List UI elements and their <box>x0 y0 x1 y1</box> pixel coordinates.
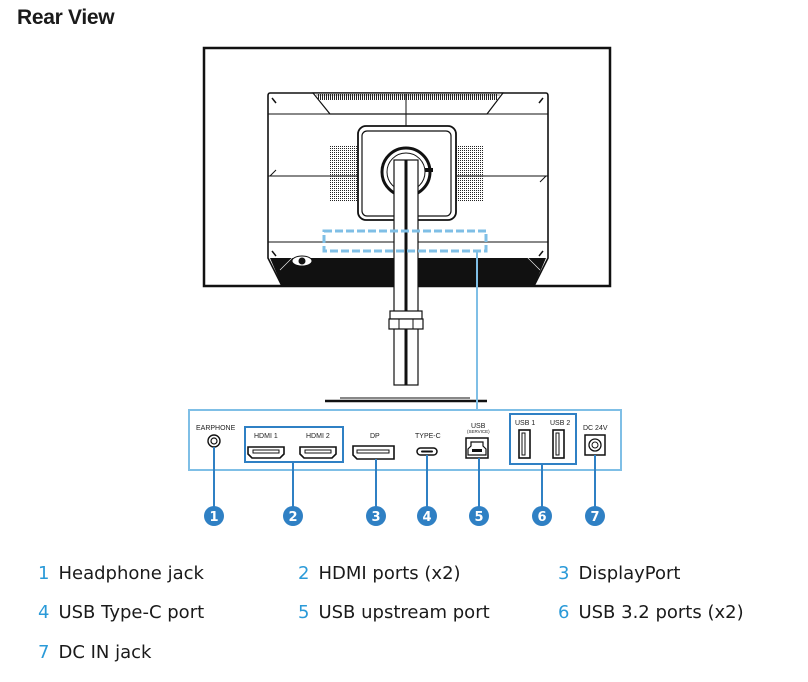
dc-label: DC 24V <box>583 425 608 432</box>
page-title: Rear View <box>17 6 115 29</box>
port-area-highlight <box>322 229 488 253</box>
callout-badge-3: 3 <box>366 506 386 526</box>
callout-badge-4: 4 <box>417 506 437 526</box>
dp-label: DP <box>370 433 380 440</box>
hdmi1-label: HDMI 1 <box>254 433 278 440</box>
usb-service-label: USB <box>471 423 486 430</box>
legend-label: DC IN jack <box>58 642 152 663</box>
left-speaker-grille <box>329 145 357 201</box>
usb1-label: USB 1 <box>515 420 535 427</box>
callout-badge-1: 1 <box>204 506 224 526</box>
legend-label: HDMI ports (x2) <box>318 563 461 584</box>
callout-badge-6: 6 <box>532 506 552 526</box>
svg-text:4: 4 <box>422 510 431 525</box>
earphone-label: EARPHONE <box>196 425 236 432</box>
legend-label: USB Type-C port <box>58 602 205 623</box>
usb-service-sublabel: (SERVICE) <box>467 429 490 434</box>
usb2-label: USB 2 <box>550 420 570 427</box>
legend-label: USB upstream port <box>318 602 490 623</box>
svg-text:2: 2 <box>288 510 297 525</box>
callout-badge-7: 7 <box>585 506 605 526</box>
svg-text:3: 3 <box>371 510 380 525</box>
callout-leaders <box>213 447 596 508</box>
legend-label: DisplayPort <box>578 563 681 584</box>
svg-text:7: 7 <box>590 510 599 525</box>
hdmi2-label: HDMI 2 <box>306 433 330 440</box>
typec-label: TYPE-C <box>415 433 441 440</box>
stand-neck <box>325 159 487 403</box>
svg-text:5: 5 <box>474 510 483 525</box>
callout-badge-5: 5 <box>469 506 489 526</box>
earphone-port: EARPHONE <box>196 425 236 448</box>
legend-label: Headphone jack <box>58 563 204 584</box>
right-speaker-grille <box>456 145 484 201</box>
callout-badge-2: 2 <box>283 506 303 526</box>
svg-text:6: 6 <box>537 510 546 525</box>
port-panel <box>188 409 622 471</box>
svg-text:1: 1 <box>209 510 218 525</box>
legend-label: USB 3.2 ports (x2) <box>578 602 744 623</box>
